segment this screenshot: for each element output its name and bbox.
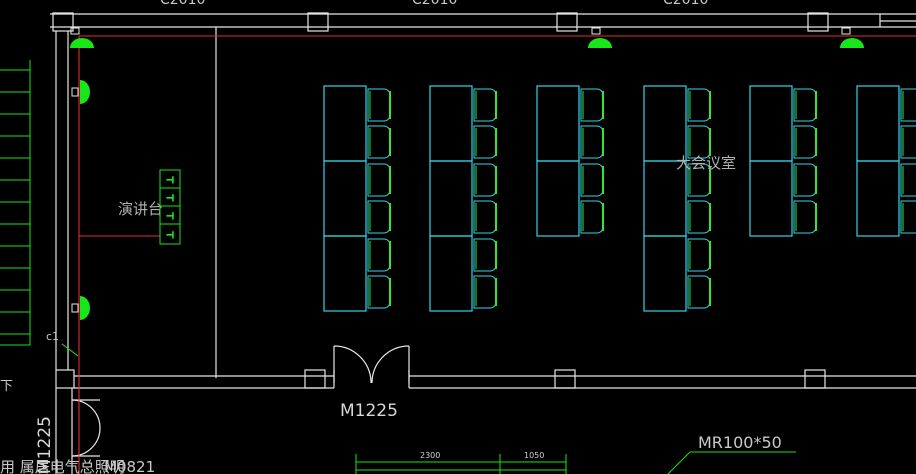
chair-icon: [687, 238, 711, 272]
desk: [429, 235, 473, 312]
desk-rows: [323, 85, 916, 312]
svg-text:⊣: ⊣: [166, 231, 174, 241]
chair-icon: [473, 125, 497, 159]
chair-icon: [473, 238, 497, 272]
chair-icon: [687, 200, 711, 234]
svg-text:⊣: ⊣: [166, 212, 174, 222]
chair-icon: [367, 275, 391, 309]
chair-icon: [367, 88, 391, 122]
chair-icon: [687, 88, 711, 122]
left-wall: [55, 27, 217, 474]
window-label-2: C2010: [412, 0, 457, 8]
mr-tag: MR100*50: [698, 433, 782, 452]
lectern-sockets: ⊣ ⊣ ⊣ ⊣: [159, 169, 181, 245]
svg-text:⊣: ⊣: [166, 194, 174, 204]
chair-icon: [580, 200, 604, 234]
lectern-label: 演讲台: [118, 200, 163, 218]
desk: [429, 85, 473, 162]
desk: [643, 85, 687, 162]
chair-icon: [473, 163, 497, 197]
desk: [749, 160, 793, 237]
chair-icon: [793, 163, 817, 197]
chair-icon: [367, 200, 391, 234]
chair-icon: [473, 200, 497, 234]
chair-icon: [367, 163, 391, 197]
wall-light-icon: [80, 296, 90, 320]
desk: [856, 160, 900, 237]
desk: [536, 85, 580, 162]
side-door: [71, 399, 101, 457]
ceiling-light-icon: [588, 38, 612, 48]
bottom-code: M0821: [104, 458, 155, 474]
light-fixtures: [70, 38, 864, 320]
chair-icon: [793, 200, 817, 234]
desk: [643, 235, 687, 312]
chair-icon: [367, 125, 391, 159]
main-door: [333, 345, 410, 384]
desk: [749, 85, 793, 162]
top-wall: [50, 12, 916, 32]
svg-text:⊣: ⊣: [166, 176, 174, 186]
chair-icon: [793, 125, 817, 159]
chair-icon: [900, 200, 916, 234]
stair-down-label: 下: [0, 379, 13, 394]
chair-icon: [580, 125, 604, 159]
chair-icon: [900, 88, 916, 122]
chair-icon: [580, 163, 604, 197]
ceiling-light-icon: [70, 38, 94, 48]
bottom-note: 用 属居电气总照明: [0, 458, 125, 474]
desk: [643, 160, 687, 237]
chair-icon: [367, 238, 391, 272]
window-label-1: C2010: [160, 0, 205, 8]
bottom-wall: [74, 369, 916, 389]
desk: [856, 85, 900, 162]
chair-icon: [473, 88, 497, 122]
ceiling-light-icon: [840, 38, 864, 48]
c1-label: c1: [46, 330, 59, 343]
chair-icon: [900, 163, 916, 197]
dimension-lines: [355, 454, 567, 474]
chair-icon: [473, 275, 497, 309]
door-label-main: M1225: [340, 401, 398, 421]
chair-icon: [687, 125, 711, 159]
room-label: 大会议室: [676, 154, 736, 172]
chair-icon: [687, 163, 711, 197]
door-label-side: M1225: [35, 416, 55, 474]
desk: [323, 235, 367, 312]
electrical-wiring: [78, 35, 916, 474]
window-label-3: C2010: [663, 0, 708, 8]
desk: [429, 160, 473, 237]
chair-icon: [900, 125, 916, 159]
dim-label-b: 1050: [524, 451, 544, 460]
desk: [323, 160, 367, 237]
wall-light-icon: [80, 80, 90, 104]
desk: [323, 85, 367, 162]
dim-label-a: 2300: [420, 451, 440, 460]
chair-icon: [687, 275, 711, 309]
c1-leader: [61, 343, 79, 357]
desk: [536, 160, 580, 237]
staircase: [0, 60, 31, 346]
chair-icon: [793, 88, 817, 122]
mr-leader: [667, 451, 691, 474]
chair-icon: [580, 88, 604, 122]
